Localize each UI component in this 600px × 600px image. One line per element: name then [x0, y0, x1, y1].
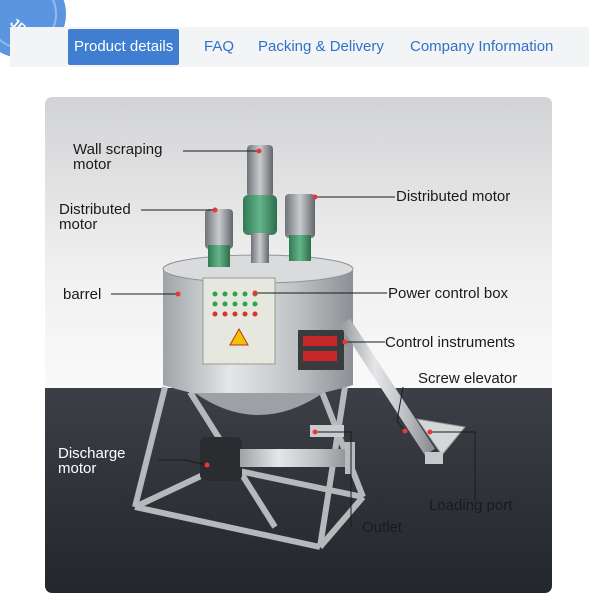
floor	[45, 388, 552, 593]
tab-company-information[interactable]: Company Information	[410, 38, 554, 55]
nav-bar: Product details FAQ Packing & Delivery C…	[10, 27, 589, 67]
control-instrument-panel	[298, 330, 344, 370]
label-control-instruments: Control instruments	[385, 334, 516, 351]
label-distributed-motor-left: Distributed motor	[59, 201, 131, 233]
label-screw-elevator: Screw elevator	[418, 370, 518, 387]
screw-elevator	[339, 318, 466, 464]
distributed-motor-right	[285, 194, 315, 261]
product-image: Wall scraping motor Distributed motor Di…	[45, 97, 552, 593]
tab-faq[interactable]: FAQ	[204, 38, 235, 55]
distributed-motor-left	[205, 209, 233, 267]
tab-packing-delivery[interactable]: Packing & Delivery	[258, 38, 384, 55]
wall-scraping-motor	[243, 145, 277, 263]
discharge-assembly	[200, 425, 355, 481]
tab-product-details[interactable]: Product details	[68, 29, 180, 65]
label-power-control-box: Power control box	[388, 285, 509, 302]
label-distributed-motor-right: Distributed motor	[396, 188, 511, 205]
leader-dots	[175, 148, 433, 468]
leader-lines	[111, 150, 476, 527]
mixing-machine	[111, 145, 476, 550]
label-discharge-motor: Discharge motor	[58, 445, 126, 477]
label-outlet: Outlet	[362, 519, 403, 536]
label-barrel: barrel	[63, 286, 102, 303]
control-box	[202, 277, 276, 365]
label-loading-port: Loading port	[429, 497, 513, 514]
label-wall-scraping-motor: Wall scraping motor	[73, 141, 163, 173]
